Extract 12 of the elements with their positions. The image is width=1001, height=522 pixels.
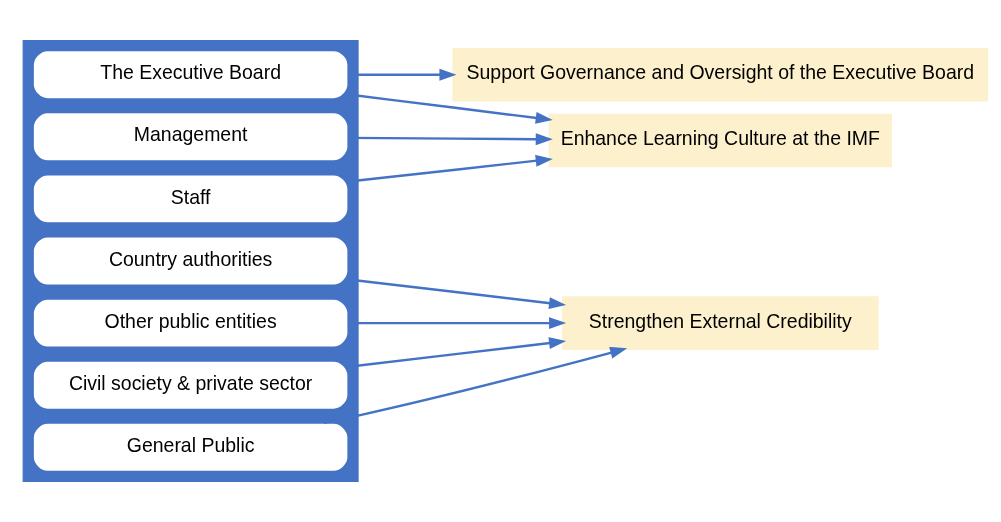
node-box: General Public <box>32 422 350 473</box>
node-box: The Executive Board <box>32 49 350 100</box>
cluster <box>22 40 359 482</box>
arrow <box>323 347 628 425</box>
node-box: Country authorities <box>32 235 350 287</box>
node-box: Management <box>32 111 350 163</box>
node-box: Staff <box>32 173 350 225</box>
node-box: Civil society & private sector <box>32 359 350 411</box>
node-box: Enhance Learning Culture at the IMF <box>548 113 892 168</box>
node-box: Support Governance and Oversight of the Executive Board <box>452 47 989 102</box>
node-box: Strengthen External Credibility <box>562 296 879 350</box>
node-box: Other public entities <box>32 297 350 349</box>
